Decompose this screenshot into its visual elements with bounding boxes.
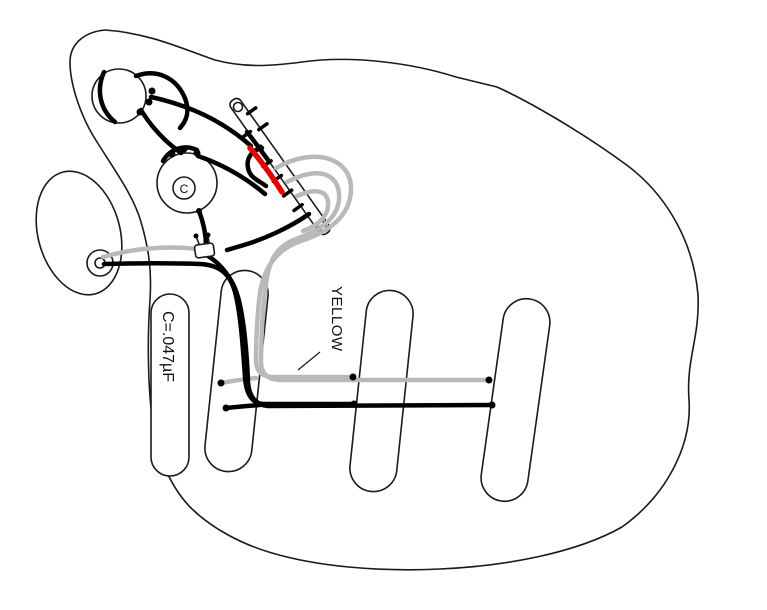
black-wire-tone-top-loop [160,145,200,164]
capacitor-symbol-label: C [180,182,189,196]
solder-dot [168,150,176,158]
middle-pickup [349,289,414,493]
black-wire-switch-to-connector [224,211,312,253]
solder-dot [350,400,358,408]
black-wire-volume-loop [133,71,190,131]
switch-lug [281,188,294,198]
switch-lug [292,202,304,213]
solder-dot [222,404,230,412]
solder-dot [193,233,199,239]
solder-dot [193,149,201,157]
black-wire-neck-stub [223,402,263,411]
black-wire-volume-left-arc [97,69,118,125]
solder-dot [485,376,493,384]
switch-lug-group [240,106,304,213]
solder-dot [180,145,188,153]
pickup-cable-connector [193,242,216,259]
black-wire-tone-to-switch [195,153,268,197]
yellow-wire-inner-loop [294,189,331,234]
solder-dot-group [136,87,496,412]
solder-dot [349,373,357,381]
connector-group [172,176,216,259]
yellow-wire-label: YELLOW [328,286,345,352]
solder-dot [217,379,225,387]
solder-dot [148,87,156,95]
switch-lug [257,122,269,132]
tone-capacitor [172,176,196,200]
switch-lug [245,106,258,116]
solder-dot [196,208,202,214]
solder-dot [488,401,496,409]
red-wire [247,145,285,195]
pickguard-outline [69,29,699,571]
black-wire-to-bridge-pickup [205,253,494,409]
yellow-wire-switch-to-middle-pickup [253,154,355,380]
solder-dot [136,108,144,116]
yellow-wire-switch-to-bridge-pickup [258,171,492,383]
yellow-label-pointer-line [297,351,321,371]
switch-screw-hole-top [232,101,244,113]
solder-dot [145,98,153,106]
capacitor-value-label: C=.047µF [159,311,176,382]
neck-pocket-edge [150,293,190,477]
yellow-wire-jack [100,245,202,260]
solder-dot [205,232,211,238]
switch-lug [240,129,253,140]
bridge-pickup [480,297,551,503]
